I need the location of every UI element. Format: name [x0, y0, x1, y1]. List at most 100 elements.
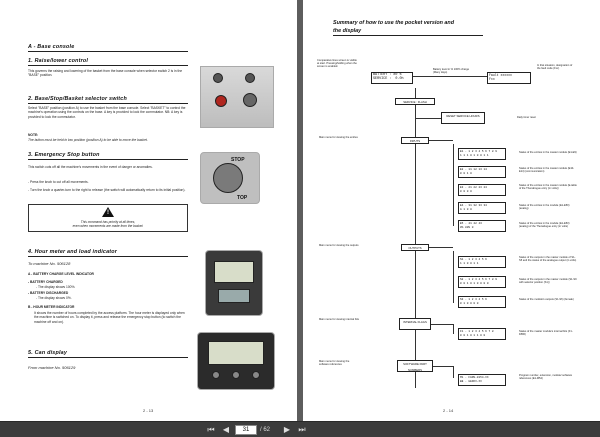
heading-hour-meter: 4. Hour meter and load indicator: [28, 249, 118, 255]
knob-icon: [213, 73, 223, 83]
hour-meter-text: It shows the number of hours completed b…: [34, 311, 185, 324]
box-outputs: OUTPUTS: [401, 244, 429, 251]
battery-discharged-value: - The display shows 0%.: [36, 296, 72, 300]
note-label: NOTE:: [28, 133, 39, 137]
heading-raise-lower: 1. Raise/lower control: [28, 58, 89, 64]
note-fault-code: In that situation, designation of the fa…: [537, 64, 573, 71]
lcd-inputs-e4: E4 - 31 32 33 34 A 1 0 0: [458, 202, 506, 214]
note-software-menu: Main menu for viewing the software refer…: [319, 360, 350, 367]
connector: [429, 247, 453, 248]
connector: [413, 76, 487, 77]
warning-line-1: This command has priority at all times,: [80, 220, 136, 224]
section-rule: [28, 51, 188, 52]
connector: [433, 366, 453, 367]
text-turn-knob: - Turn the knob a quarter-turn to the ri…: [28, 188, 186, 192]
warning-box: ! This command has priority at all times…: [28, 204, 188, 232]
stop-button-icon: [213, 163, 243, 193]
note-inputs-e3: Status of the entries in the master modu…: [519, 184, 577, 191]
outputs-flow-line: [453, 251, 454, 303]
section-rule: [28, 65, 188, 66]
hour-meter-title: B - HOUR METER INDICATOR: [28, 305, 75, 309]
battery-indicator-title: A - BATTERY CHARGE LEVEL INDICATOR: [28, 272, 94, 276]
note-text: The button must be held in low position …: [28, 138, 148, 142]
summary-title-line1: Summary of how to use the pocket version…: [333, 20, 455, 26]
page-navigation-toolbar: ⏮ ◀ 31 / 62 ▶ ⏭: [0, 421, 600, 437]
from-machine-506128: To machine No. 506128: [28, 261, 71, 266]
warning-line-2: even when movements are made from the ba…: [72, 224, 144, 228]
box-reset-service: RESET SERVICE HOURS: [441, 112, 485, 124]
chevron-left-icon[interactable]: ◀: [222, 425, 230, 434]
note-battery-level: Battery level in % 100% charge (Many day…: [433, 68, 470, 75]
note-inputs-menu: Main menu for viewing the entries: [319, 136, 358, 139]
lcd-battery-service: BATTERY : 80 % SERVICE : 0.0h: [371, 72, 413, 84]
summary-title-line2: the display: [333, 28, 362, 34]
skip-back-icon[interactable]: ⏮: [207, 425, 215, 434]
note-outputs-s2: Status of the outputs in the master modu…: [519, 278, 577, 285]
heading-can-display: 5. Can display: [28, 350, 68, 356]
note-inputs-e4: Status of the entries in the module (E1-…: [519, 204, 570, 211]
title-rule: [333, 35, 483, 36]
section-rule: [28, 159, 188, 160]
note-internal-menu: Main menu for viewing internal bits: [319, 318, 359, 321]
text-press-knob: - Press the knob to cut off all movement…: [28, 180, 89, 184]
note-outputs-menu: Main menu for viewing the outputs: [319, 244, 359, 247]
key-switch-icon: [243, 93, 257, 107]
page-number-left: 2 - 13: [143, 408, 154, 413]
main-flow-line: [415, 88, 416, 388]
connector: [453, 366, 454, 378]
section-a-title: A - Base console: [28, 44, 75, 50]
page-number-input[interactable]: 31: [235, 425, 257, 435]
lcd-fault: Fault xxxxxx Fxx: [487, 72, 531, 84]
lcd-software: M1 - FGNS-0154-XX EB - GENXX-XX: [458, 374, 506, 386]
from-machine-506129: From machine No. 506129: [28, 365, 76, 370]
lcd-outputs-s1: S1 - 1 2 3 4 5 6 1 1 0 0 1 1: [458, 256, 506, 268]
can-display-lcd: [208, 341, 264, 365]
note-inputs-e1: Status of the entries in the master modu…: [519, 151, 577, 154]
button-icon: [232, 371, 240, 379]
connector: [415, 118, 441, 119]
box-service-flash: SERVICE : FLASH: [395, 98, 435, 105]
stop-label-bottom: TOP: [237, 195, 248, 201]
text-emergency-stop: This switch cuts off all the machine's m…: [28, 165, 153, 169]
knob-icon: [245, 73, 255, 83]
note-software: Program number, extension, module/ softw…: [519, 374, 573, 381]
lcd-inputs-e3: E3 - 21 22 23 24 0 0 0 0: [458, 184, 506, 196]
lcd-outputs-s3: S3 - 1 2 3 4 5 6 0 1 0 0 0 0: [458, 296, 506, 308]
text-selector-switch: Select "BASE" position (position A) to u…: [28, 106, 186, 119]
warning-icon: [102, 207, 114, 217]
connector: [431, 324, 453, 325]
lcd-internal-flags: F1 - 1 2 3 4 5 6 7 8 0 0 1 0 1 1 0 0: [458, 328, 506, 340]
section-rule: [28, 256, 188, 257]
exclamation-icon: !: [107, 210, 109, 216]
indicator-lcd: [218, 289, 250, 303]
total-pages: / 62: [260, 427, 271, 433]
hour-meter-photo: [205, 250, 263, 316]
note-inputs-e5: Status of the entries in the module (E1-…: [519, 222, 570, 229]
note-inputs-e2: Status of the entries in the master modu…: [519, 167, 575, 174]
note-daily-reset: Daily timer reset: [517, 116, 536, 119]
connector: [429, 140, 453, 141]
battery-charged-value: - The display shows 100%.: [36, 285, 76, 289]
stop-knob-icon: [215, 95, 227, 107]
text-raise-lower: This governs the raising and lowering of…: [28, 69, 183, 78]
battery-charged: - BATTERY CHARGED: [28, 280, 63, 284]
lcd-inputs-e2: E2 - 11 12 13 14 0 0 1 0: [458, 166, 506, 178]
base-console-photo: [200, 66, 274, 128]
section-rule: [28, 357, 188, 358]
right-page: Summary of how to use the pocket version…: [303, 0, 600, 421]
box-internal-flags: INTERNAL FLAGS: [399, 318, 431, 330]
heading-emergency-stop: 3. Emergency Stop button: [28, 152, 100, 158]
note-start-screen: Comparative lines screen is visible at s…: [317, 59, 357, 69]
lcd-inputs-e5: E5 - 41 42 43 0% 80% 0: [458, 220, 506, 232]
connector: [453, 324, 454, 334]
note-internal-flags: Status of the master module's internal b…: [519, 330, 573, 337]
button-icon: [252, 371, 260, 379]
chevron-right-icon[interactable]: ▶: [283, 425, 291, 434]
section-rule: [28, 103, 188, 104]
skip-forward-icon[interactable]: ⏭: [298, 425, 306, 434]
emergency-stop-photo: STOP TOP: [200, 152, 260, 204]
hour-meter-lcd: [214, 261, 254, 283]
lcd-outputs-s2: S2 - 1 2 3 4 5 6 7 8 9 0 0 1 0 1 0 0 0 0: [458, 276, 506, 288]
can-display-photo: [197, 332, 275, 390]
